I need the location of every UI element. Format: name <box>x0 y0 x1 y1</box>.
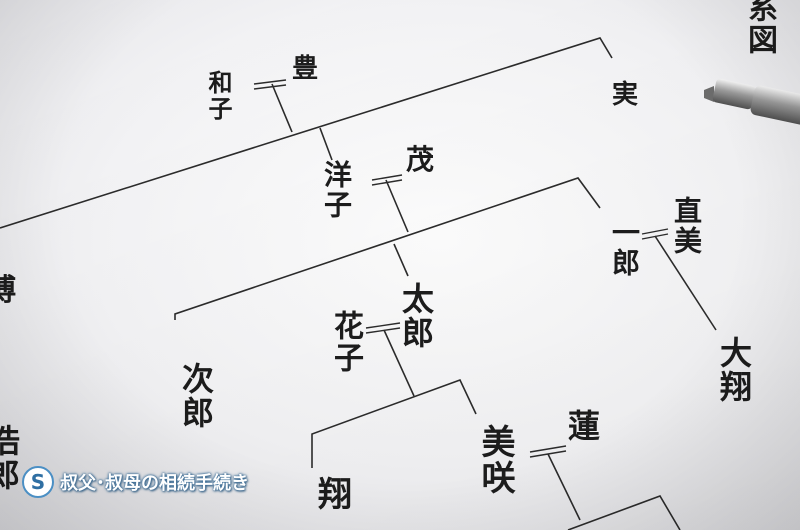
person-minoru: 実 <box>612 80 639 110</box>
person-daisho: 大翔 <box>715 336 753 404</box>
person-naomi: 直美 <box>670 196 703 256</box>
person-misaki: 美咲 <box>475 424 515 496</box>
person-yoko: 洋子 <box>320 160 353 220</box>
s-logo-icon: S <box>22 466 54 498</box>
person-kazuko: 和子 <box>204 70 233 122</box>
person-jiro: 次郎 <box>177 362 215 430</box>
site-badge: S 叔父･叔母の相続手続き <box>22 466 249 498</box>
person-sho: 翔 <box>318 475 352 515</box>
title-fragment: 系図 <box>742 0 777 56</box>
person-edge-left-bottom: 浩郎 <box>0 424 21 492</box>
person-ichiro: 一郎 <box>608 218 641 278</box>
person-taro: 太郎 <box>397 282 435 350</box>
person-shigeru: 茂 <box>406 143 435 176</box>
person-ren: 蓮 <box>568 407 601 445</box>
person-yutaka: 豊 <box>292 54 319 84</box>
badge-caption: 叔父･叔母の相続手続き <box>60 473 249 494</box>
person-hanako: 花子 <box>328 310 363 374</box>
person-edge-left-mid: 博 <box>0 273 16 308</box>
pen-icon <box>704 78 800 126</box>
